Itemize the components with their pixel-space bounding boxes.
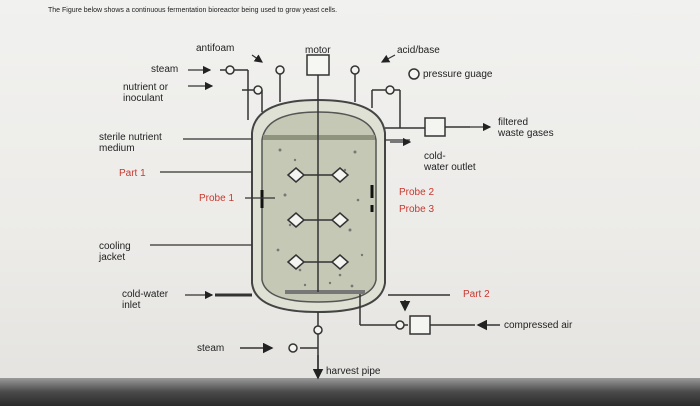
label-filtered-waste: filtered waste gases bbox=[498, 117, 554, 139]
desk-edge bbox=[0, 378, 700, 406]
leader-lines bbox=[150, 54, 492, 300]
label-nutrient-inoculant: nutrient or inoculant bbox=[123, 82, 169, 104]
probes bbox=[260, 185, 374, 212]
agitator bbox=[286, 65, 350, 292]
label-part-1: Part 1 bbox=[119, 168, 146, 179]
label-acid-base: acid/base bbox=[397, 45, 440, 56]
sparger bbox=[285, 290, 365, 294]
label-steam-bottom: steam bbox=[197, 343, 225, 354]
motor-box bbox=[306, 54, 330, 76]
label-cold-water-outlet: cold- water outlet bbox=[424, 151, 476, 173]
bottom-pipes bbox=[240, 294, 500, 380]
label-compressed-air: compressed air bbox=[504, 320, 573, 331]
label-probe-1: Probe 1 bbox=[199, 193, 235, 204]
label-part-2: Part 2 bbox=[463, 289, 490, 300]
caption: The Figure below shows a continuous ferm… bbox=[48, 7, 338, 14]
label-motor: motor bbox=[305, 45, 331, 56]
liquid-surface bbox=[263, 135, 375, 140]
label-cooling-jacket: cooling jacket bbox=[99, 241, 131, 263]
top-pipes bbox=[220, 65, 470, 137]
cooling-jacket-inner bbox=[261, 111, 377, 303]
label-steam-top: steam bbox=[151, 64, 179, 75]
label-sterile-medium: sterile nutrient medium bbox=[99, 132, 162, 154]
label-probe-2: Probe 2 bbox=[399, 187, 435, 198]
label-cold-water-inlet: cold-water inlet bbox=[122, 289, 169, 311]
label-probe-3: Probe 3 bbox=[399, 204, 435, 215]
bubbles bbox=[276, 148, 364, 288]
label-harvest-pipe: harvest pipe bbox=[326, 366, 381, 377]
label-pressure-gauge: pressure guage bbox=[423, 69, 493, 80]
label-antifoam: antifoam bbox=[196, 43, 235, 54]
